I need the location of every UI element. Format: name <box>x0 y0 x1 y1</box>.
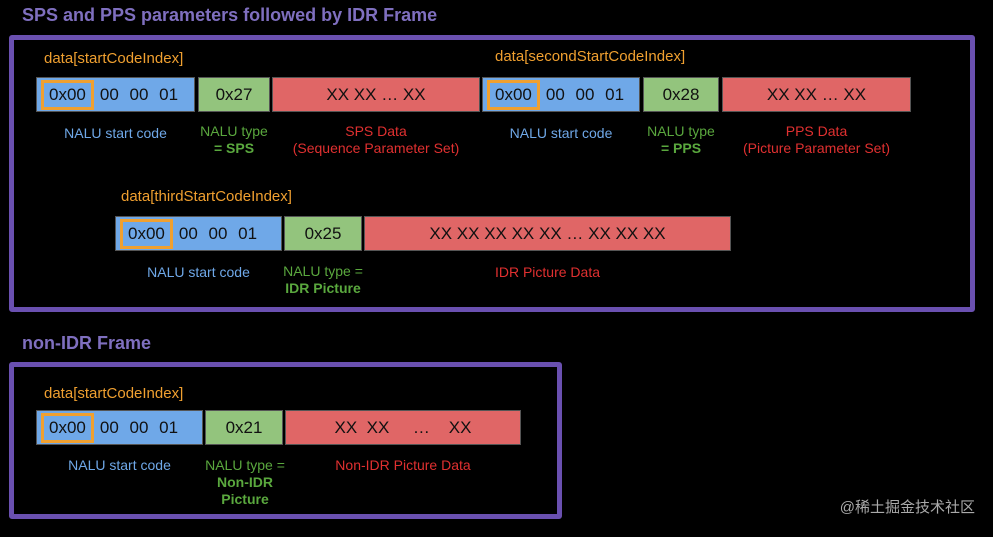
nonidr-data-cell: XX XX … XX <box>285 410 521 445</box>
nonidr-start-code-cell: 0x00 00 00 01 <box>36 410 203 445</box>
idr-data-cell: XX XX XX XX XX … XX XX XX <box>364 216 731 251</box>
nonidr-data-label: Non-IDR Picture Data <box>335 457 471 473</box>
pps-type-line2: = PPS <box>660 140 702 156</box>
start-code-highlight: 0x00 <box>41 412 94 443</box>
sps-type-line1: NALU type <box>200 123 268 139</box>
nonidr-type-line2: Non-IDR <box>217 474 273 490</box>
non-idr-start-code-index-caption: data[startCodeIndex] <box>44 385 184 402</box>
pps-start-code-label: NALU start code <box>509 125 613 141</box>
nonidr-nalu-type-label: NALU type = Non-IDR Picture <box>195 457 295 508</box>
pps-type-line1: NALU type <box>647 123 715 139</box>
idr-type-line1: NALU type = <box>283 263 363 279</box>
start-code-rest: 00 00 01 <box>178 223 258 243</box>
pps-data-line1: PPS Data <box>785 123 848 139</box>
idr-section-title: SPS and PPS parameters followed by IDR F… <box>22 5 438 25</box>
start-code-highlight: 0x00 <box>41 79 94 110</box>
idr-data-label: IDR Picture Data <box>494 264 601 280</box>
second-start-code-index-caption: data[secondStartCodeIndex] <box>495 48 686 65</box>
pps-nalu-type-label: NALU type = PPS <box>633 123 729 157</box>
start-code-highlight: 0x00 <box>487 79 540 110</box>
pps-data-cell: XX XX … XX <box>722 77 911 112</box>
start-code-rest: 00 00 01 <box>545 84 625 104</box>
non-idr-frame <box>9 362 562 519</box>
pps-start-code-cell: 0x00 00 00 01 <box>482 77 640 112</box>
pps-nalu-type-cell: 0x28 <box>643 77 719 112</box>
start-code-rest: 00 00 01 <box>99 84 179 104</box>
pps-data-line2: (Picture Parameter Set) <box>742 140 891 156</box>
sps-nalu-type-label: NALU type = SPS <box>188 123 280 157</box>
nonidr-type-line3: Picture <box>221 491 269 507</box>
start-code-index-caption: data[startCodeIndex] <box>44 50 184 67</box>
sps-start-code-label: NALU start code <box>64 125 167 141</box>
sps-data-line1: SPS Data <box>345 123 407 139</box>
sps-data-line2: (Sequence Parameter Set) <box>292 140 460 156</box>
sps-start-code-cell: 0x00 00 00 01 <box>36 77 195 112</box>
nonidr-nalu-type-cell: 0x21 <box>205 410 283 445</box>
nonidr-start-code-label: NALU start code <box>68 457 171 473</box>
start-code-rest: 00 00 01 <box>99 417 179 437</box>
sps-type-line2: = SPS <box>213 140 255 156</box>
non-idr-section-title: non-IDR Frame <box>22 333 152 353</box>
sps-data-cell: XX XX … XX <box>272 77 480 112</box>
sps-data-label: SPS Data (Sequence Parameter Set) <box>272 123 480 157</box>
sps-nalu-type-cell: 0x27 <box>198 77 270 112</box>
third-start-code-index-caption: data[thirdStartCodeIndex] <box>121 188 292 205</box>
idr-start-code-label: NALU start code <box>147 264 250 280</box>
start-code-highlight: 0x00 <box>120 218 173 249</box>
idr-nalu-type-label: NALU type = IDR Picture <box>274 263 372 297</box>
idr-nalu-type-cell: 0x25 <box>284 216 362 251</box>
watermark: @稀土掘金技术社区 <box>839 499 975 516</box>
idr-type-line2: IDR Picture <box>285 280 361 296</box>
idr-sequence-frame <box>9 35 975 312</box>
nonidr-type-line1: NALU type = <box>205 457 285 473</box>
idr-start-code-cell: 0x00 00 00 01 <box>115 216 282 251</box>
pps-data-label: PPS Data (Picture Parameter Set) <box>722 123 911 157</box>
